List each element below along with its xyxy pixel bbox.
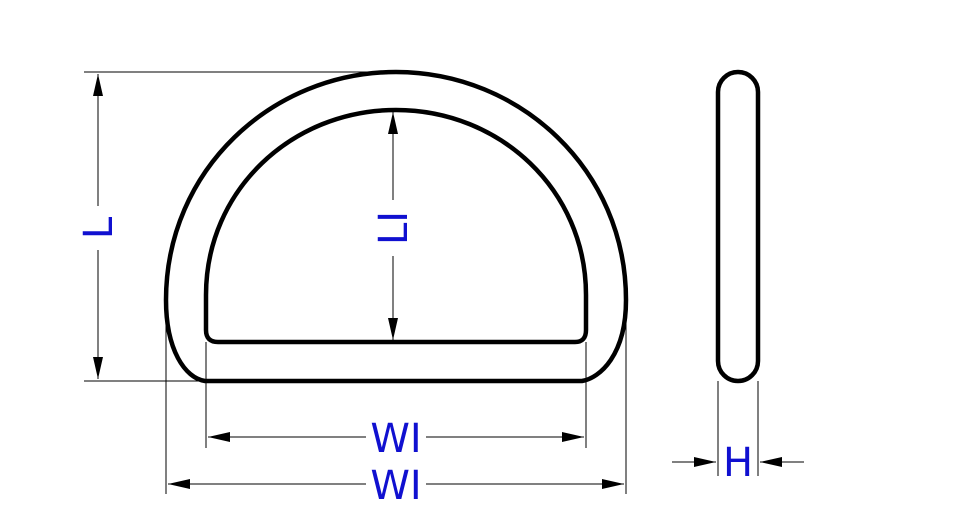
thickness-arrow-left xyxy=(694,457,716,467)
thickness-label: H xyxy=(723,440,753,486)
inner-length-arrow-bottom xyxy=(388,318,398,340)
dimension-length: L xyxy=(76,71,396,382)
length-label: L xyxy=(76,216,122,239)
length-arrow-top xyxy=(93,74,103,96)
dimension-inner-width: WI xyxy=(205,342,587,462)
length-arrow-bottom xyxy=(93,357,103,379)
outer-width-label: WI xyxy=(370,463,421,509)
dimension-thickness: H xyxy=(672,381,804,486)
d-ring-side-view xyxy=(715,69,761,384)
inner-length-arrow-top xyxy=(388,112,398,134)
d-ring-inner-outline xyxy=(203,107,589,345)
dimension-outer-width: WI xyxy=(165,300,627,509)
inner-length-label: LI xyxy=(371,211,417,245)
thickness-arrow-right xyxy=(760,457,782,467)
dimension-inner-length: LI xyxy=(370,112,417,340)
outer-width-arrow-left xyxy=(168,479,190,489)
inner-width-arrow-left xyxy=(208,432,230,442)
inner-width-arrow-right xyxy=(562,432,584,442)
outer-width-arrow-right xyxy=(602,479,624,489)
inner-width-label: WI xyxy=(370,416,421,462)
